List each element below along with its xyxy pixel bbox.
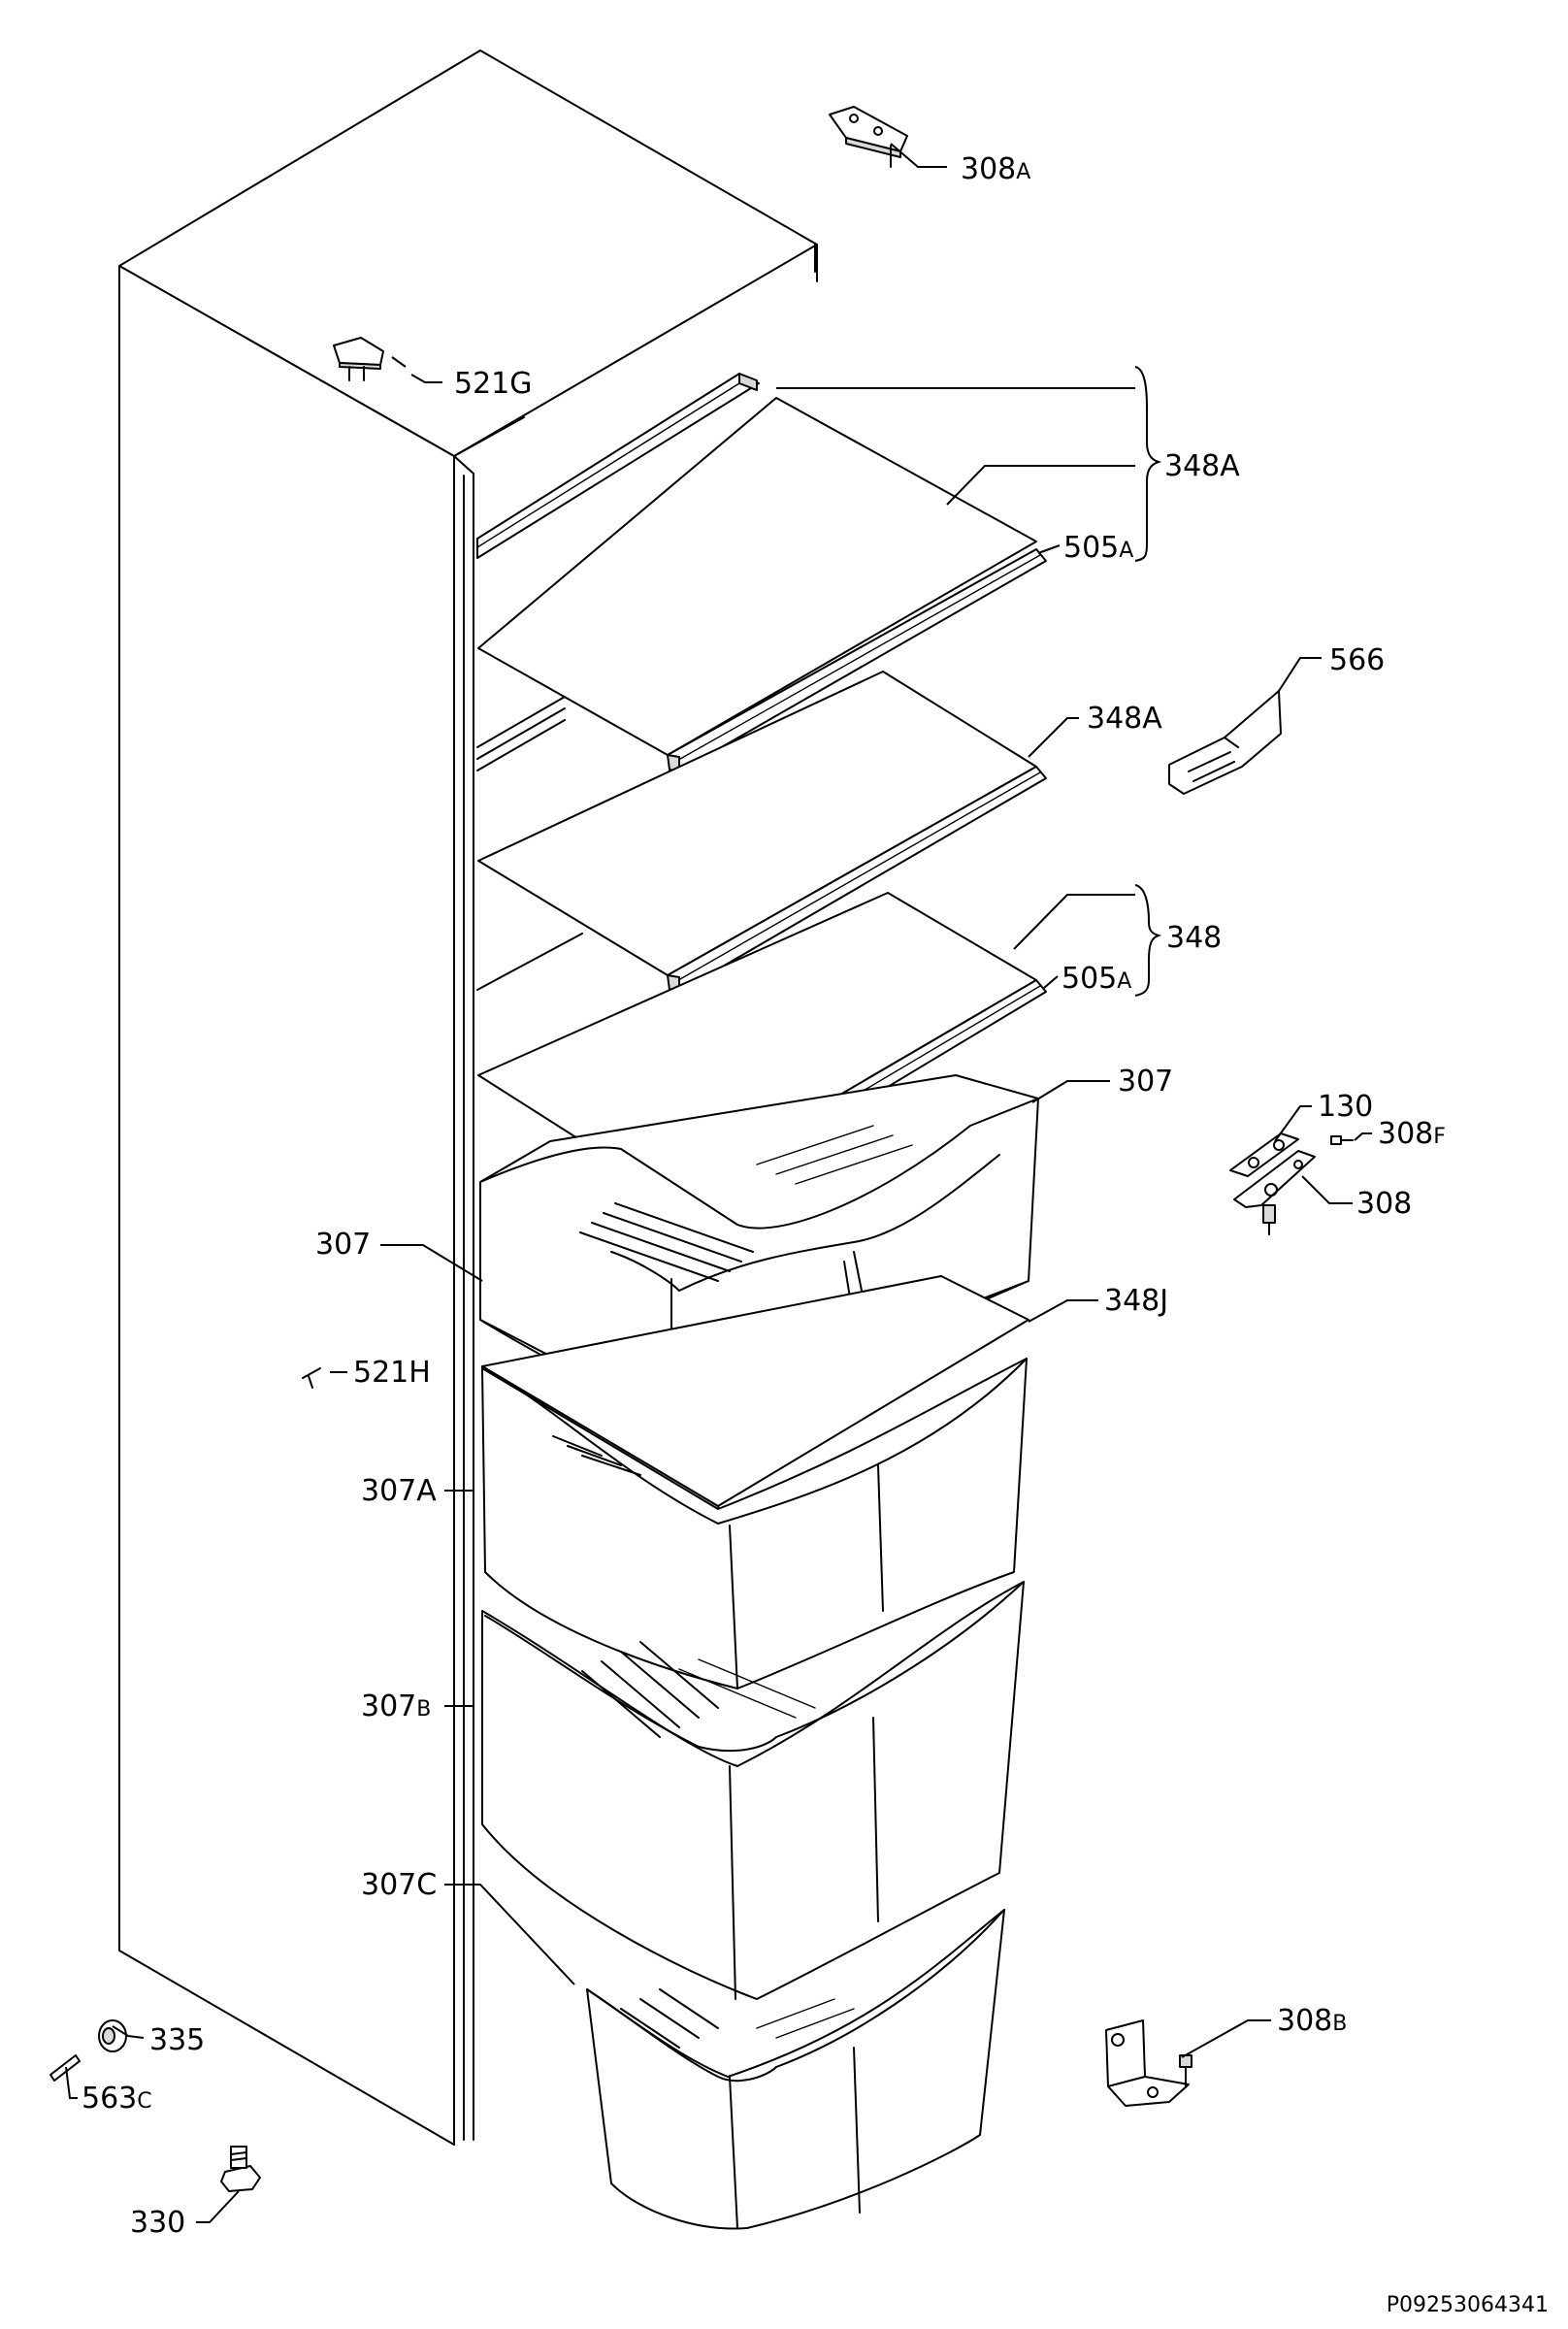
callout-307c: 307C	[361, 1868, 437, 1902]
callout-307-left: 307	[315, 1228, 371, 1262]
callout-563c: 563C	[82, 2082, 152, 2116]
hinge-308a	[829, 106, 908, 168]
callout-307b: 307B	[361, 1689, 431, 1723]
middle-shelf-348a	[476, 671, 1047, 993]
callout-521g: 521G	[454, 367, 533, 401]
callout-521h: 521H	[353, 1356, 431, 1390]
drawer-307a	[481, 1358, 1028, 1689]
callout-308: 308	[1356, 1187, 1412, 1221]
screw-521h	[302, 1367, 321, 1389]
callout-308a: 308A	[961, 152, 1030, 186]
callout-505a-low: 505A	[1062, 962, 1131, 996]
callout-307a: 307A	[361, 1474, 437, 1508]
callout-348a-top: 348A	[1164, 449, 1240, 483]
leader-lines	[65, 143, 1372, 2223]
drawer-307b	[481, 1581, 1025, 2000]
cabinet-body	[118, 49, 818, 2146]
callout-505a-top: 505A	[1063, 531, 1133, 565]
callout-566: 566	[1329, 643, 1385, 677]
drawer-307	[479, 1074, 1039, 1420]
callout-308f: 308F	[1378, 1117, 1446, 1151]
bracket-566	[1168, 690, 1282, 795]
top-shelf-348a	[476, 373, 1047, 772]
callout-330: 330	[130, 2206, 185, 2240]
foot-330	[220, 2146, 261, 2192]
button-521g	[333, 337, 384, 381]
roller-335	[98, 2019, 127, 2052]
callout-348j: 348J	[1104, 1284, 1168, 1318]
drawer-307c	[586, 1909, 1005, 2230]
callout-308b: 308B	[1277, 2004, 1347, 2038]
callout-348a-mid: 348A	[1087, 702, 1162, 736]
callout-335: 335	[149, 2023, 205, 2057]
callout-348: 348	[1166, 921, 1222, 955]
hinge-assembly-308	[1229, 1132, 1354, 1235]
document-id: P09253064341	[1387, 2293, 1549, 2317]
hinge-308b	[1105, 2019, 1192, 2107]
callout-130: 130	[1318, 1090, 1373, 1124]
pin-563c	[49, 2054, 81, 2082]
callout-307-right: 307	[1118, 1065, 1173, 1099]
